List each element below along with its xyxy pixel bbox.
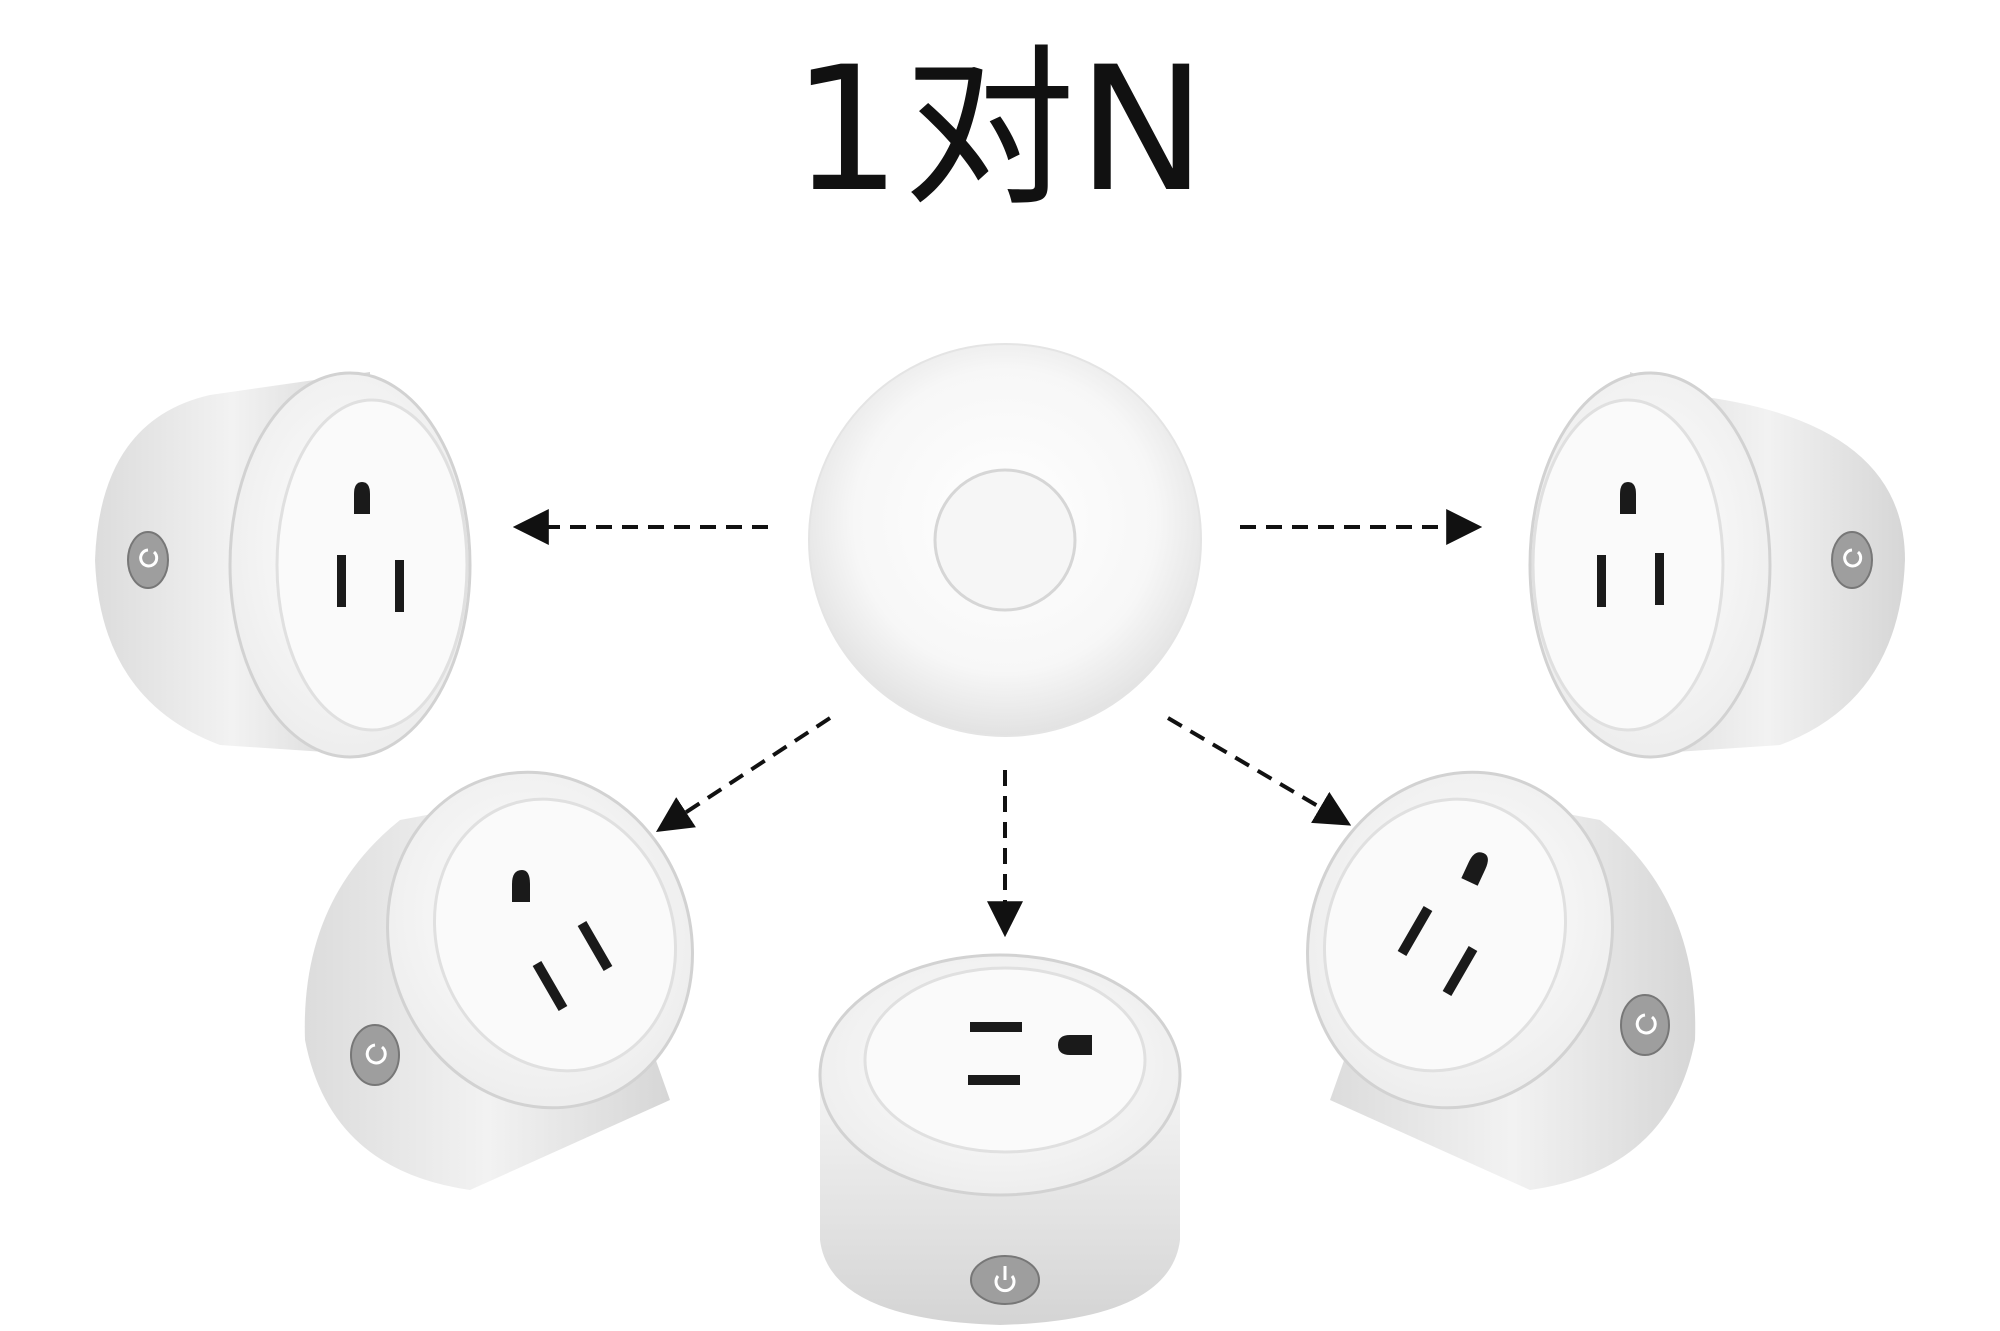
blade-slot	[1597, 555, 1606, 607]
remote-hub	[808, 343, 1202, 737]
power-button-icon	[350, 1024, 400, 1086]
blade-slot	[1655, 553, 1664, 605]
arrow-to-lower-left	[655, 716, 832, 832]
power-button-icon	[127, 531, 169, 589]
arrow-to-lower-right	[1166, 716, 1352, 826]
page-title: 1对N	[791, 29, 1209, 230]
plug-left	[95, 371, 472, 759]
hub-button	[933, 468, 1077, 612]
ground-slot	[1620, 482, 1636, 514]
ground-slot	[354, 482, 370, 514]
power-button-icon	[1831, 531, 1873, 589]
blade-slot	[1397, 905, 1433, 957]
arrows	[512, 509, 1483, 938]
blade-slot	[395, 560, 404, 612]
plug-lower-right	[1306, 770, 1696, 1190]
ground-slot	[1058, 1035, 1092, 1055]
blade-slot	[1442, 945, 1478, 997]
blade-slot	[532, 960, 568, 1012]
plug-bottom	[818, 953, 1182, 1325]
power-button-icon	[1620, 994, 1670, 1056]
blade-slot	[337, 555, 346, 607]
ground-slot	[512, 870, 530, 902]
plug-right	[1528, 371, 1905, 759]
blade-slot	[970, 1022, 1022, 1032]
plug-lower-left	[304, 770, 694, 1190]
ground-slot	[1461, 852, 1488, 886]
blade-slot	[968, 1075, 1020, 1085]
blade-slot	[577, 920, 613, 972]
